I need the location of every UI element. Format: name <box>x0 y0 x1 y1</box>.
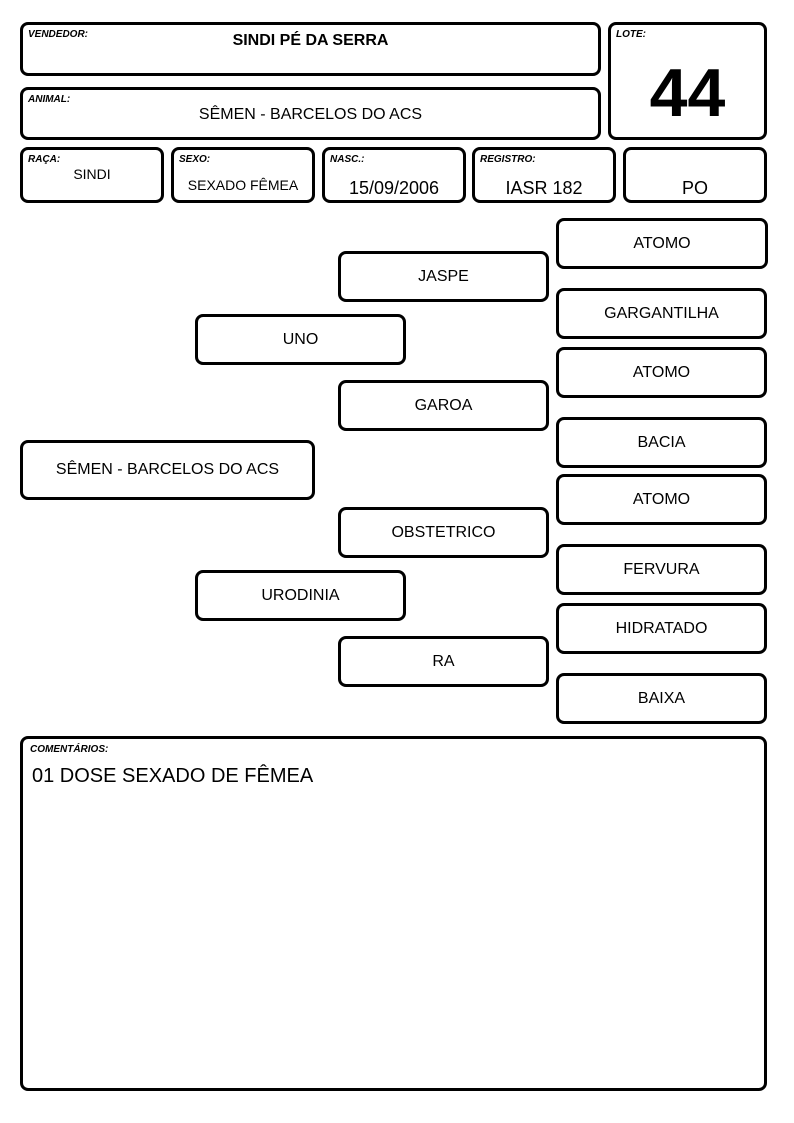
pedigree-ssd: GARGANTILHA <box>556 288 767 339</box>
vendedor-box: VENDEDOR: SINDI PÉ DA SERRA <box>20 22 601 76</box>
raca-value: SINDI <box>73 166 111 182</box>
animal-value: SÊMEN - BARCELOS DO ACS <box>198 106 423 123</box>
pedigree-animal: SÊMEN - BARCELOS DO ACS <box>20 440 315 500</box>
raca-box: RAÇA: SINDI <box>20 147 164 203</box>
pedigree-dam-dam: RA <box>338 636 549 687</box>
categoria-box: PO <box>623 147 767 203</box>
comments-box: COMENTÁRIOS: 01 DOSE SEXADO DE FÊMEA <box>20 736 767 1091</box>
registro-label: REGISTRO: <box>480 154 536 165</box>
nasc-value: 15/09/2006 <box>348 178 440 198</box>
nasc-box: NASC.: 15/09/2006 <box>322 147 466 203</box>
vendedor-value: SINDI PÉ DA SERRA <box>232 32 389 49</box>
registro-box: REGISTRO: IASR 182 <box>472 147 616 203</box>
pedigree-dam-sire: OBSTETRICO <box>338 507 549 558</box>
pedigree-sire-dam: GAROA <box>338 380 549 431</box>
pedigree-sire: UNO <box>195 314 406 365</box>
pedigree-dds: HIDRATADO <box>556 603 767 654</box>
pedigree-dsd: FERVURA <box>556 544 767 595</box>
comments-text: 01 DOSE SEXADO DE FÊMEA <box>32 765 314 787</box>
sexo-box: SEXO: SEXADO FÊMEA <box>171 147 315 203</box>
pedigree-sdd: BACIA <box>556 417 767 468</box>
lote-number: 44 <box>649 55 726 131</box>
nasc-label: NASC.: <box>330 154 365 165</box>
sexo-label: SEXO: <box>179 154 211 165</box>
registro-value: IASR 182 <box>505 178 583 198</box>
categoria-value: PO <box>681 178 708 198</box>
lote-label: LOTE: <box>616 29 646 40</box>
sexo-value: SEXADO FÊMEA <box>187 177 299 193</box>
animal-label: ANIMAL: <box>28 94 71 105</box>
vendedor-label: VENDEDOR: <box>28 29 89 40</box>
lote-box: LOTE: 44 <box>608 22 767 140</box>
comments-label: COMENTÁRIOS: <box>30 744 109 755</box>
pedigree-ddd: BAIXA <box>556 673 767 724</box>
animal-box: ANIMAL: SÊMEN - BARCELOS DO ACS <box>20 87 601 140</box>
pedigree-dss: ATOMO <box>556 474 767 525</box>
raca-label: RAÇA: <box>28 154 61 165</box>
pedigree-sire-sire: JASPE <box>338 251 549 302</box>
pedigree-sds: ATOMO <box>556 347 767 398</box>
pedigree-sss: ATOMO <box>556 218 768 269</box>
pedigree-dam: URODINIA <box>195 570 406 621</box>
